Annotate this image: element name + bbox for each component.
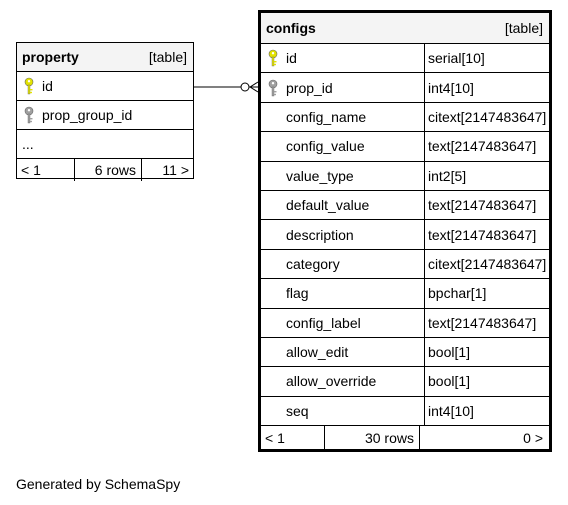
property-table[interactable]: property [table] id prop_group_id... < 1 …: [16, 42, 194, 181]
configs-column-row[interactable]: id serial[10]: [261, 44, 549, 74]
configs-column-name: category: [286, 255, 340, 272]
configs-column-name: config_value: [286, 138, 365, 155]
property-column-row[interactable]: ...: [17, 130, 193, 159]
configs-column-name: id: [286, 50, 297, 67]
primary-key-icon: [22, 77, 36, 95]
configs-footer-next[interactable]: 0 >: [523, 430, 543, 447]
configs-table[interactable]: configs [table] id serial[10] prop_id int4[…: [258, 10, 552, 452]
property-table-header: property [table]: [17, 43, 193, 72]
configs-column-name-cell: description: [261, 220, 424, 248]
configs-column-name: allow_override: [286, 373, 377, 390]
configs-footer-row-count: 30 rows: [325, 426, 420, 451]
configs-column-type: text[2147483647]: [424, 308, 549, 337]
primary-key-icon: [266, 49, 280, 67]
configs-column-name: description: [286, 226, 354, 243]
configs-column-name: config_name: [286, 108, 367, 125]
property-column-name: prop_group_id: [42, 107, 133, 123]
configs-column-name: default_value: [286, 197, 370, 214]
property-footer-prev[interactable]: < 1: [17, 159, 75, 181]
foreign-key-icon: [22, 106, 36, 124]
configs-column-name-cell: config_label: [261, 309, 424, 337]
generated-by-label: Generated by SchemaSpy: [16, 476, 181, 492]
configs-column-row[interactable]: allow_override bool[1]: [261, 367, 549, 397]
configs-column-row[interactable]: seq int4[10]: [261, 396, 549, 427]
configs-column-type: text[2147483647]: [424, 220, 549, 249]
configs-column-row[interactable]: default_value text[2147483647]: [261, 190, 549, 221]
configs-column-row[interactable]: allow_edit bool[1]: [261, 337, 549, 368]
configs-column-row[interactable]: prop_id int4[10]: [261, 73, 549, 103]
relationship-crowfoot-upper: [249, 81, 259, 88]
configs-column-type: bool[1]: [424, 367, 549, 396]
property-table-name: property: [22, 49, 79, 65]
configs-column-name-cell: config_name: [261, 103, 424, 131]
configs-column-type: int4[10]: [424, 73, 549, 102]
configs-table-kind: [table]: [504, 20, 543, 36]
configs-column-row[interactable]: config_name citext[2147483647]: [261, 102, 549, 133]
configs-column-name: allow_edit: [286, 344, 349, 361]
configs-footer-prev[interactable]: < 1: [261, 426, 325, 451]
property-column-name-cell: ...: [17, 130, 193, 158]
configs-column-name: seq: [286, 402, 309, 419]
property-column-name-cell: id: [17, 72, 193, 100]
configs-column-type: int2[5]: [424, 161, 549, 190]
property-column-name: id: [42, 78, 53, 94]
configs-column-row[interactable]: category citext[2147483647]: [261, 249, 549, 280]
property-table-footer: < 1 6 rows 11 >: [17, 159, 193, 181]
configs-column-name-cell: flag: [261, 279, 424, 307]
configs-column-type: text[2147483647]: [424, 190, 549, 220]
configs-column-row[interactable]: value_type int2[5]: [261, 161, 549, 191]
configs-table-header: configs [table]: [261, 13, 549, 44]
property-column-list: id prop_group_id...: [17, 72, 193, 159]
configs-column-row[interactable]: description text[2147483647]: [261, 220, 549, 250]
property-column-row[interactable]: id: [17, 72, 193, 101]
property-column-row[interactable]: prop_group_id: [17, 101, 193, 130]
configs-column-type: bool[1]: [424, 337, 549, 367]
property-footer-row-count: 6 rows: [75, 159, 142, 181]
configs-column-type: int4[10]: [424, 396, 549, 426]
foreign-key-icon: [266, 79, 280, 97]
configs-column-name-cell: allow_edit: [261, 338, 424, 366]
relationship-crowfoot-lower: [249, 86, 259, 93]
configs-column-name-cell: default_value: [261, 191, 424, 219]
property-column-name-cell: prop_group_id: [17, 101, 193, 129]
configs-column-name-cell: allow_override: [261, 367, 424, 395]
configs-column-type: bpchar[1]: [424, 279, 549, 308]
configs-column-name-cell: prop_id: [261, 73, 424, 101]
configs-column-type: citext[2147483647]: [424, 249, 549, 279]
configs-column-name-cell: id: [261, 44, 424, 72]
configs-column-type: citext[2147483647]: [424, 102, 549, 132]
configs-column-row[interactable]: config_value text[2147483647]: [261, 132, 549, 162]
configs-column-name-cell: seq: [261, 397, 424, 425]
configs-column-row[interactable]: config_label text[2147483647]: [261, 308, 549, 338]
configs-column-name: flag: [286, 285, 309, 302]
configs-column-name-cell: value_type: [261, 162, 424, 190]
relationship-optional-circle: [240, 82, 250, 92]
property-table-kind: [table]: [148, 49, 187, 65]
property-column-name: ...: [22, 136, 34, 152]
configs-column-name-cell: config_value: [261, 132, 424, 160]
configs-table-name: configs: [266, 20, 316, 36]
configs-column-name-cell: category: [261, 250, 424, 278]
configs-column-name: prop_id: [286, 79, 333, 96]
configs-column-row[interactable]: flag bpchar[1]: [261, 279, 549, 309]
configs-table-footer: < 1 30 rows 0 >: [261, 426, 549, 451]
configs-column-type: text[2147483647]: [424, 132, 549, 161]
configs-column-name: config_label: [286, 314, 361, 331]
configs-column-name: value_type: [286, 167, 354, 184]
property-footer-next[interactable]: 11 >: [162, 162, 189, 178]
configs-column-type: serial[10]: [424, 44, 549, 73]
